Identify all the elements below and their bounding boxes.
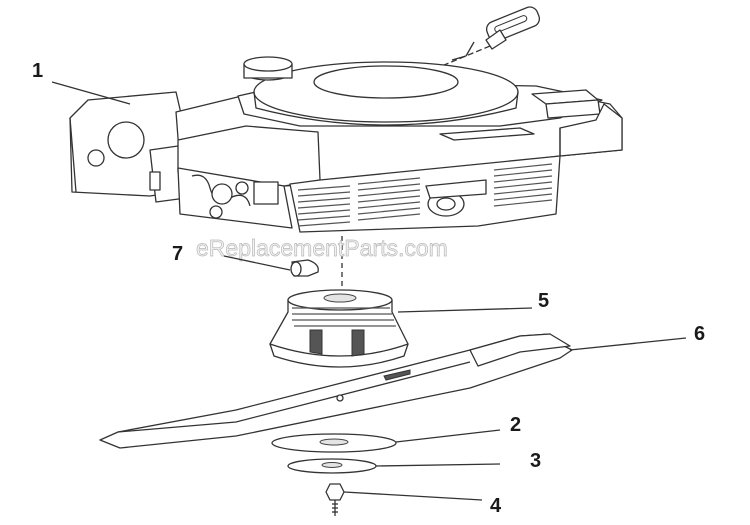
callout-3: 3 bbox=[530, 450, 541, 472]
blade-washer bbox=[287, 458, 377, 474]
stiffener-washer bbox=[271, 433, 397, 453]
callout-2: 2 bbox=[510, 414, 521, 436]
callout-1: 1 bbox=[32, 60, 43, 82]
cooling-fins bbox=[297, 163, 553, 227]
callout-7: 7 bbox=[172, 243, 183, 265]
crankshaft-key bbox=[290, 259, 319, 277]
blade-adapter bbox=[269, 289, 409, 368]
mower-blade bbox=[99, 333, 573, 449]
callout-5: 5 bbox=[538, 290, 549, 312]
leader-lines bbox=[51, 81, 687, 501]
watermark-text: eReplacementParts.com bbox=[196, 235, 448, 261]
dipstick bbox=[431, 6, 541, 71]
callout-6: 6 bbox=[694, 323, 705, 345]
callout-labels: 1 2 3 4 5 6 7 bbox=[32, 60, 705, 517]
engine-assembly bbox=[69, 56, 623, 294]
callout-4: 4 bbox=[490, 495, 502, 517]
blade-bolt bbox=[325, 483, 345, 516]
